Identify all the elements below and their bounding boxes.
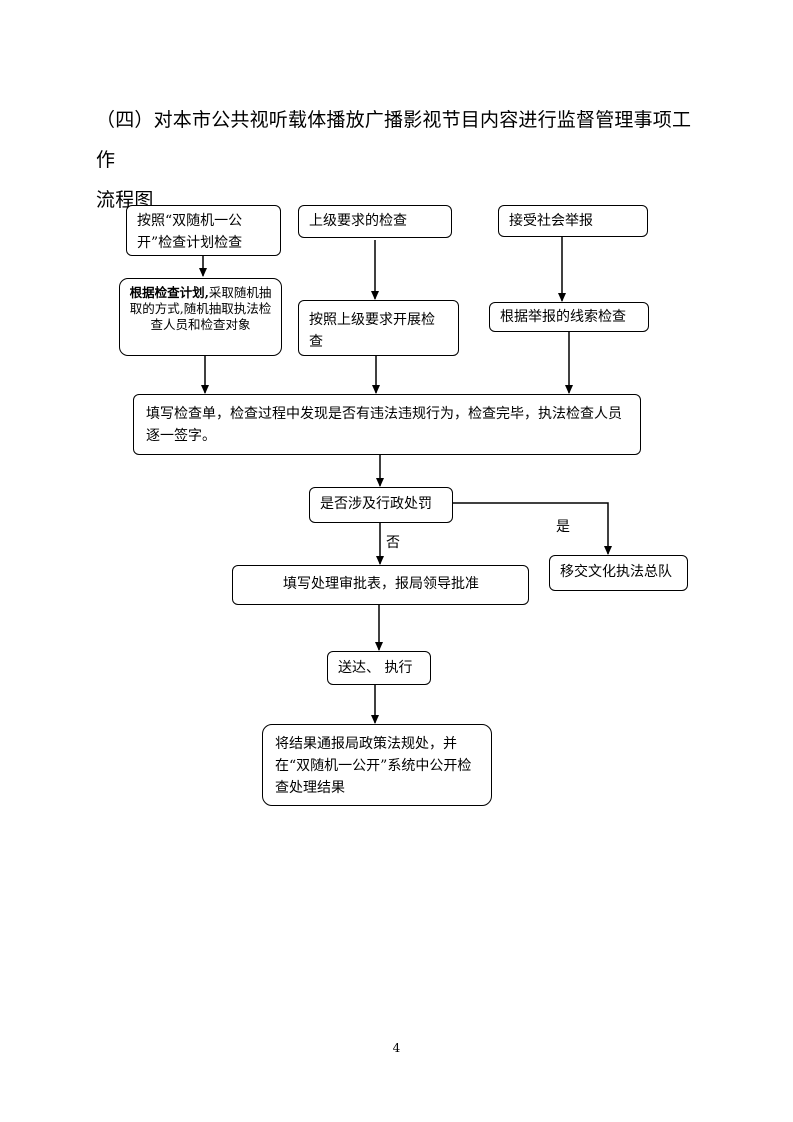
transfer-box: 移交文化执法总队 <box>549 555 688 591</box>
title-line-1: （四）对本市公共视听载体播放广播影视节目内容进行监督管理事项工作 <box>96 109 692 171</box>
page-title: （四）对本市公共视听载体播放广播影视节目内容进行监督管理事项工作 流程图 <box>96 100 706 220</box>
decision-text: 是否涉及行政处罚 <box>320 496 432 512</box>
superior-check-box: 按照上级要求开展检查 <box>298 300 459 356</box>
no-label: 否 <box>386 535 400 551</box>
plan-check-box: 按照“双随机一公开”检查计划检查 <box>126 205 281 256</box>
random-selection-text: 采取随机抽取的方式,随机抽取执法检查人员和检查对象 <box>129 285 272 332</box>
page-number: 4 <box>392 1041 401 1055</box>
publish-result-text: 将结果通报局政策法规处，并在“双随机一公开”系统中公开检查处理结果 <box>275 736 472 796</box>
fill-form-box: 填写检查单，检查过程中发现是否有违法违规行为，检查完毕，执法检查人员逐一签字。 <box>133 394 641 455</box>
report-accept-text: 接受社会举报 <box>509 213 593 229</box>
publish-result-box: 将结果通报局政策法规处，并在“双随机一公开”系统中公开检查处理结果 <box>262 724 492 806</box>
report-check-text: 根据举报的线索检查 <box>500 309 626 325</box>
random-selection-bold: 根据检查计划, <box>129 285 209 300</box>
superior-request-box: 上级要求的检查 <box>298 205 452 238</box>
report-check-box: 根据举报的线索检查 <box>489 302 649 332</box>
superior-check-text: 按照上级要求开展检查 <box>309 312 435 350</box>
arrow-decision-to-transfer <box>452 502 612 555</box>
approval-text: 填写处理审批表，报局领导批准 <box>283 576 479 592</box>
random-selection-box: 根据检查计划,采取随机抽取的方式,随机抽取执法检查人员和检查对象 <box>119 278 282 356</box>
decision-box: 是否涉及行政处罚 <box>309 487 453 523</box>
plan-check-text: 按照“双随机一公开”检查计划检查 <box>137 213 243 251</box>
report-accept-box: 接受社会举报 <box>498 205 648 237</box>
transfer-text: 移交文化执法总队 <box>560 564 672 580</box>
approval-box: 填写处理审批表，报局领导批准 <box>232 565 529 605</box>
deliver-text: 送达、 执行 <box>338 660 413 676</box>
yes-label: 是 <box>556 519 570 535</box>
fill-form-text: 填写检查单，检查过程中发现是否有违法违规行为，检查完毕，执法检查人员逐一签字。 <box>146 406 622 444</box>
deliver-box: 送达、 执行 <box>327 651 431 685</box>
superior-request-text: 上级要求的检查 <box>309 213 407 229</box>
